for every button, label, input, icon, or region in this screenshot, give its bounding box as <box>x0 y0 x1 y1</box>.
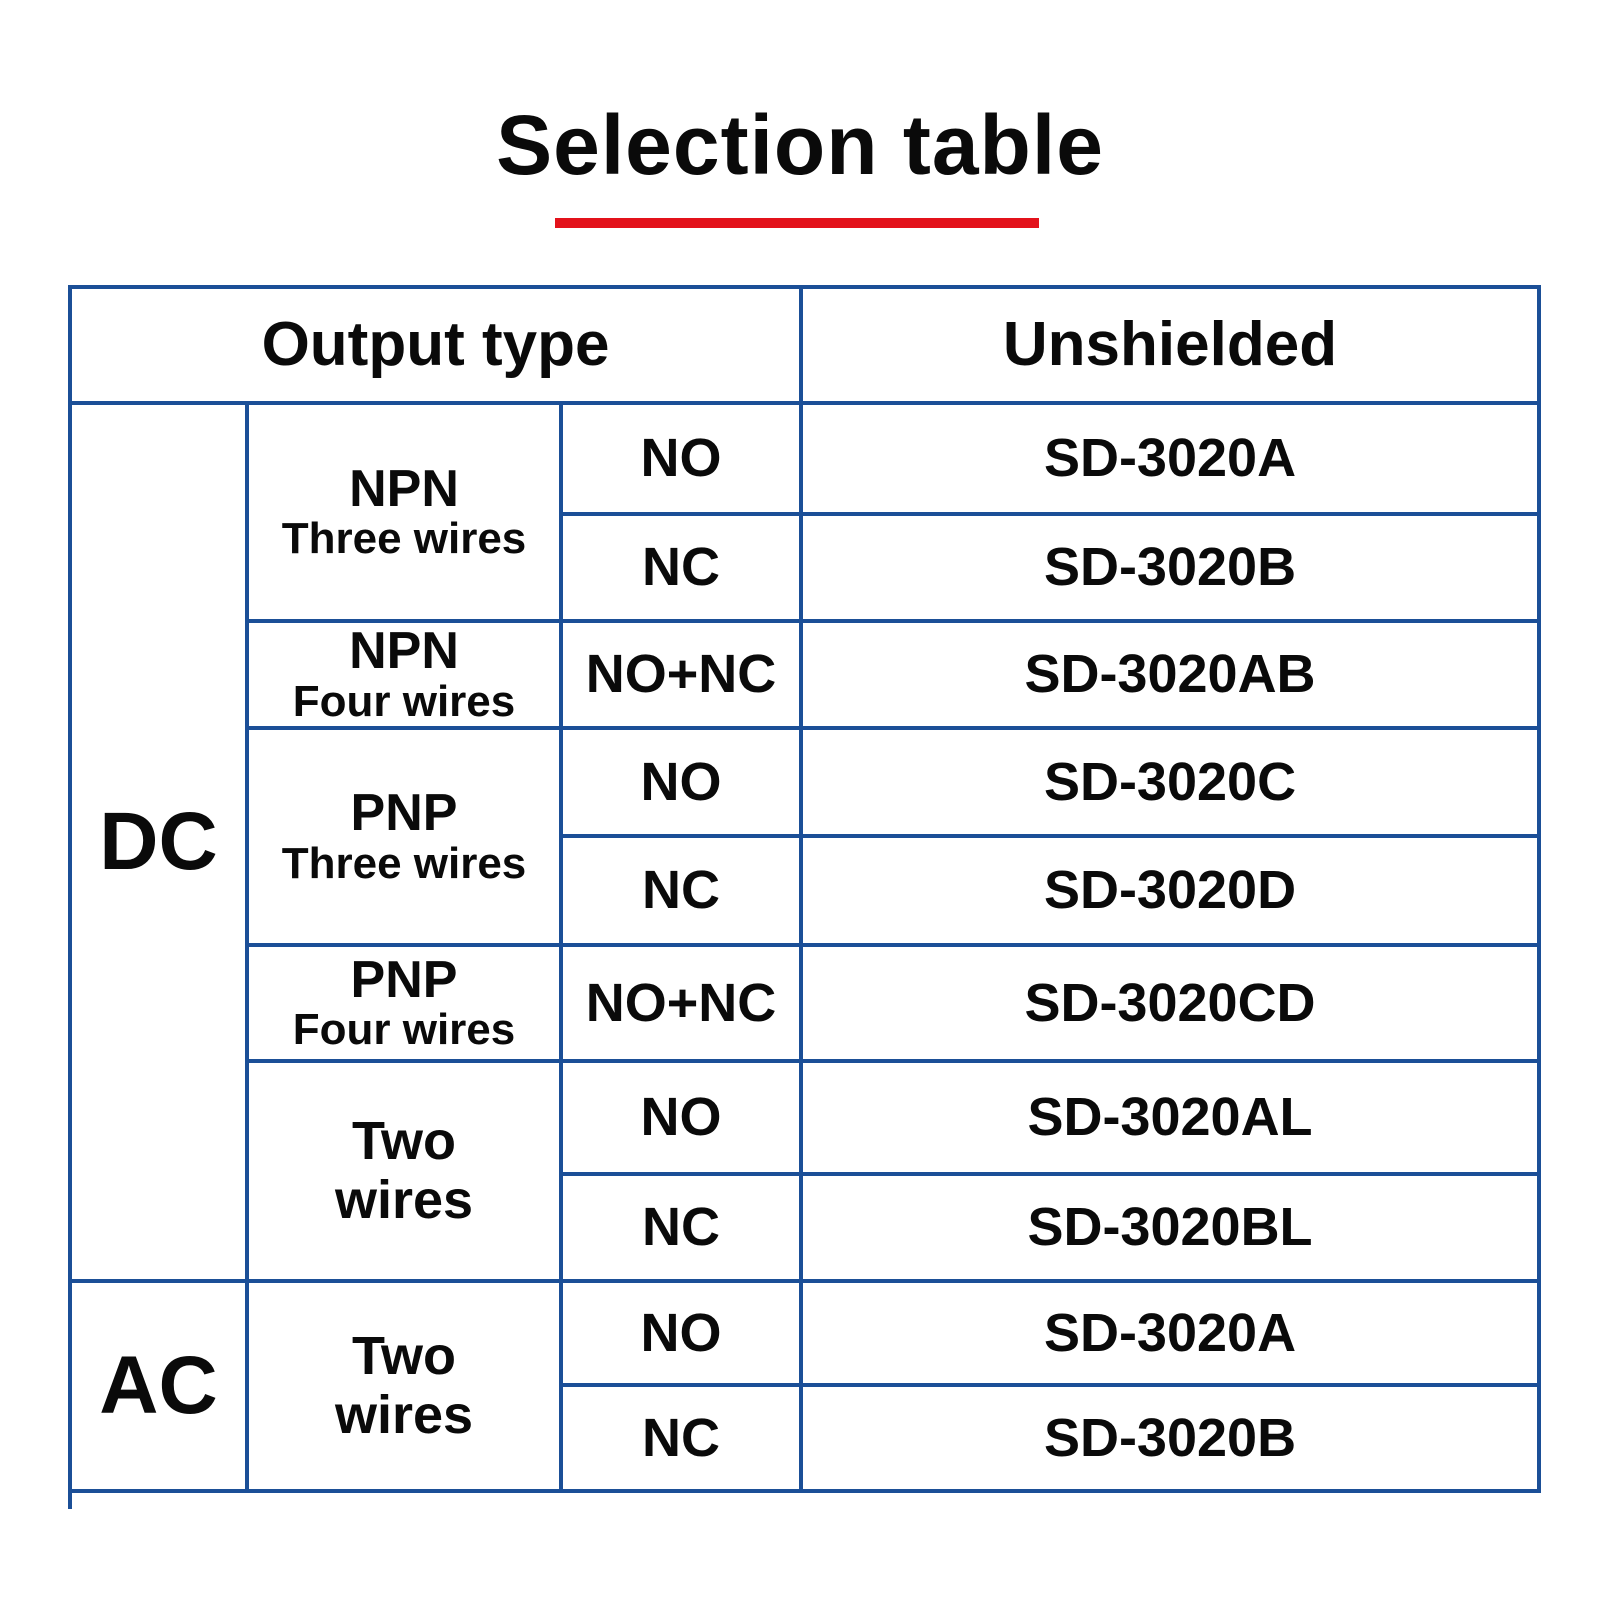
header-output-type: Output type <box>72 289 803 405</box>
group-npn-four-wires: NPN Four wires <box>249 623 563 730</box>
page-title: Selection table <box>496 98 1104 192</box>
group-main-label: NPN <box>349 459 459 518</box>
model-cell: SD-3020AL <box>803 1063 1541 1176</box>
group-line-2: wires <box>334 1170 474 1230</box>
group-pnp-four-wires: PNP Four wires <box>249 947 563 1063</box>
group-sub-label: Three wires <box>281 838 527 888</box>
model-cell: SD-3020D <box>803 838 1541 947</box>
signal-cell: NC <box>563 516 803 623</box>
group-sub-label: Four wires <box>292 1005 516 1055</box>
signal-cell: NC <box>563 838 803 947</box>
model-cell: SD-3020BL <box>803 1176 1541 1283</box>
model-cell: SD-3020CD <box>803 947 1541 1063</box>
model-cell: SD-3020A <box>803 405 1541 516</box>
signal-cell: NO <box>563 730 803 838</box>
model-cell: SD-3020C <box>803 730 1541 838</box>
header-unshielded: Unshielded <box>803 289 1541 405</box>
title-underline <box>555 218 1039 228</box>
group-main-label: PNP <box>350 784 458 843</box>
model-cell: SD-3020B <box>803 516 1541 623</box>
signal-cell: NO <box>563 405 803 516</box>
power-type-dc: DC <box>72 405 249 1283</box>
model-cell: SD-3020A <box>803 1283 1541 1387</box>
group-line-1: Two <box>352 1110 456 1171</box>
group-sub-label: Three wires <box>281 514 527 564</box>
signal-cell: NO <box>563 1283 803 1387</box>
signal-cell: NC <box>563 1176 803 1283</box>
group-ac-two-wires: Two wires <box>249 1283 563 1493</box>
selection-table: Output type Unshielded DC AC NPN Three w… <box>68 285 1541 1509</box>
signal-cell: NC <box>563 1387 803 1493</box>
model-cell: SD-3020AB <box>803 623 1541 730</box>
group-line-2: wires <box>334 1385 474 1445</box>
group-sub-label: Four wires <box>292 676 516 726</box>
group-main-label: NPN <box>349 622 459 681</box>
power-type-ac: AC <box>72 1283 249 1493</box>
signal-cell: NO+NC <box>563 623 803 730</box>
signal-cell: NO <box>563 1063 803 1176</box>
model-cell: SD-3020B <box>803 1387 1541 1493</box>
group-line-1: Two <box>352 1325 456 1386</box>
group-npn-three-wires: NPN Three wires <box>249 405 563 623</box>
group-main-label: PNP <box>350 950 458 1009</box>
group-dc-two-wires: Two wires <box>249 1063 563 1283</box>
group-pnp-three-wires: PNP Three wires <box>249 730 563 947</box>
signal-cell: NO+NC <box>563 947 803 1063</box>
